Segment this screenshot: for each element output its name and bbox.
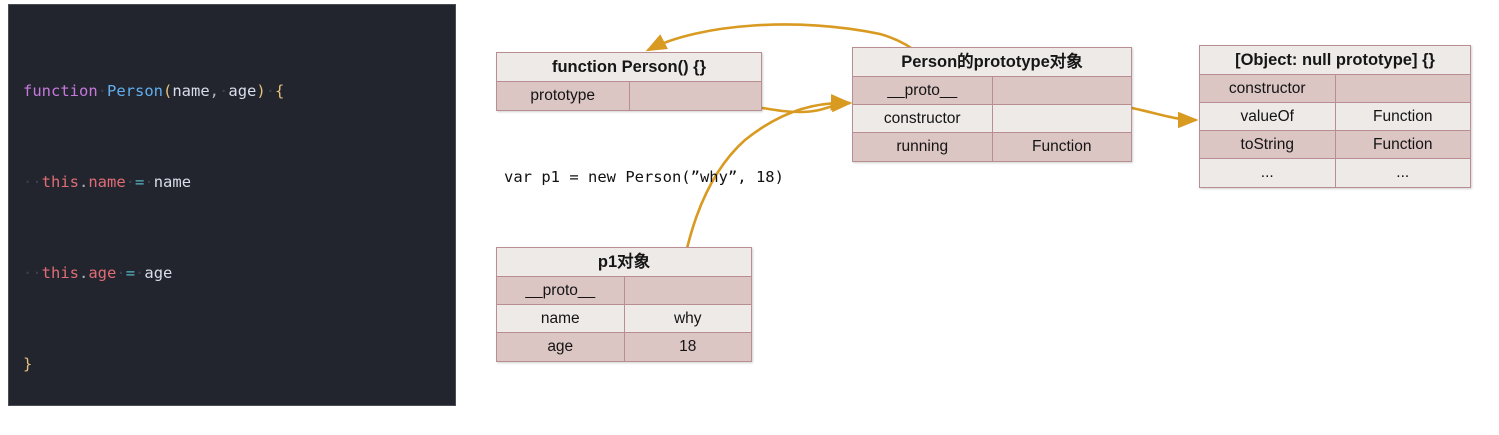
- code-line: ··this.age·=·age: [23, 264, 173, 283]
- object-row-value: ...: [1396, 164, 1410, 181]
- object-row-key: constructor: [853, 105, 993, 132]
- code-line: ··this.name·=·name: [23, 173, 192, 192]
- object-row: valueOf Function: [1200, 103, 1470, 131]
- object-row: constructor: [853, 105, 1131, 133]
- object-row-value: why: [673, 310, 702, 327]
- object-row-key: age: [497, 333, 625, 361]
- object-row-key: ...: [1200, 159, 1336, 187]
- object-row: constructor: [1200, 75, 1470, 103]
- object-row-key: prototype: [497, 82, 630, 110]
- code-line: function·Person(name,·age)·{: [23, 81, 285, 100]
- object-row-key: __proto__: [497, 277, 625, 304]
- object-row: age 18: [497, 333, 751, 361]
- object-row: __proto__: [853, 77, 1131, 105]
- object-row-value: Function: [1373, 136, 1433, 153]
- code-editor-panel: function·Person(name,·age)·{ ··this.name…: [8, 4, 456, 406]
- object-row-value: [993, 77, 1132, 104]
- object-row-value: 18: [679, 338, 697, 355]
- code-line: }: [23, 355, 33, 374]
- object-box-title: p1对象: [497, 248, 751, 277]
- object-box-title: function Person() {}: [497, 53, 761, 82]
- object-row-value: Function: [1032, 138, 1092, 155]
- object-row-value: [1336, 75, 1471, 102]
- object-row-value: [625, 277, 752, 304]
- object-box-title: [Object: null prototype] {}: [1200, 46, 1470, 75]
- object-row-key: name: [497, 305, 625, 332]
- object-row-key: valueOf: [1200, 103, 1336, 130]
- object-row: ... ...: [1200, 159, 1470, 187]
- object-row-value: Function: [1373, 108, 1433, 125]
- object-row-value: [630, 82, 762, 110]
- object-row-key: toString: [1200, 131, 1336, 158]
- object-row-key: running: [853, 133, 993, 161]
- object-box-function-person: function Person() {} prototype: [496, 52, 762, 111]
- object-row: prototype: [497, 82, 761, 110]
- object-row-key: constructor: [1200, 75, 1336, 102]
- instantiation-caption: var p1 = new Person(”why”, 18): [504, 168, 784, 186]
- object-box-title: Person的prototype对象: [853, 48, 1131, 77]
- object-row-value: [993, 105, 1132, 132]
- object-row-key: __proto__: [853, 77, 993, 104]
- object-row: running Function: [853, 133, 1131, 161]
- object-row: toString Function: [1200, 131, 1470, 159]
- object-box-object-null-prototype: [Object: null prototype] {} constructor …: [1199, 45, 1471, 188]
- object-row: __proto__: [497, 277, 751, 305]
- object-row: name why: [497, 305, 751, 333]
- object-box-person-prototype: Person的prototype对象 __proto__ constructor…: [852, 47, 1132, 162]
- object-box-p1: p1对象 __proto__ name why age 18: [496, 247, 752, 362]
